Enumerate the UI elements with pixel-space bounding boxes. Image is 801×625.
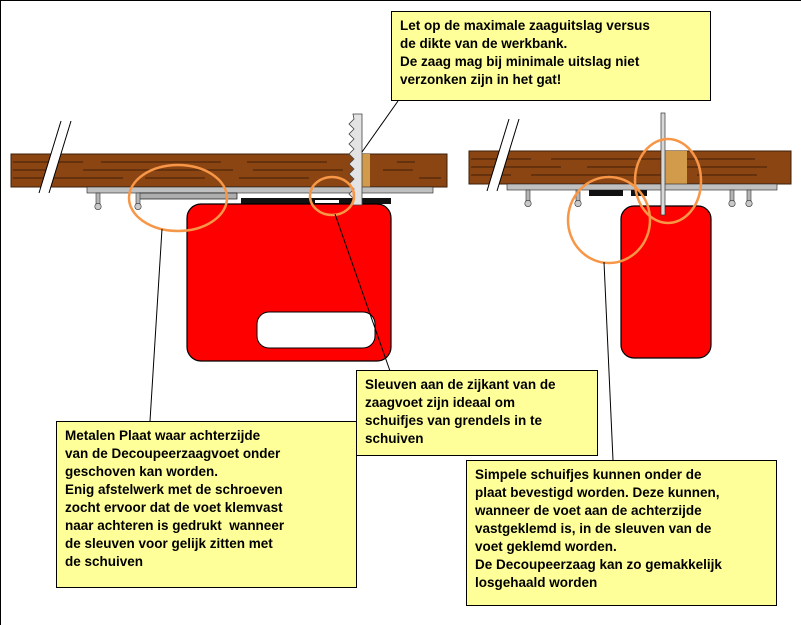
break-mark-line xyxy=(496,118,520,192)
highlight-ellipse-blade xyxy=(633,137,703,225)
break-mark-line xyxy=(48,120,72,194)
break-mark-gap xyxy=(39,121,71,193)
screw-icon xyxy=(745,189,753,207)
connector-max-stroke xyxy=(361,100,399,153)
jigsaw-body-slot xyxy=(256,311,376,349)
slide-latch xyxy=(589,190,623,196)
screw-icon xyxy=(94,192,102,210)
connector-sliders xyxy=(603,261,614,461)
break-mark-gap xyxy=(487,119,519,191)
connector-metal-plate xyxy=(149,228,163,422)
screw-icon xyxy=(728,189,736,207)
highlight-ellipse-foot-slot xyxy=(308,175,356,217)
callout-sliders: Simpele schuifjes kunnen onder de plaat … xyxy=(466,460,777,606)
bench-hole-right xyxy=(664,151,687,184)
metal-plate xyxy=(138,192,238,200)
connector-slots xyxy=(334,213,391,372)
mounting-strip-left xyxy=(86,186,434,194)
break-mark-line xyxy=(486,118,510,192)
callout-max-stroke: Let op de maximale zaaguitslag versus de… xyxy=(391,11,711,101)
callout-metal-plate: Metalen Plaat waar achterzijde van de De… xyxy=(56,421,357,588)
callout-slots: Sleuven aan de zijkant van de zaagvoet z… xyxy=(356,370,598,456)
break-mark-line xyxy=(38,120,62,194)
mounting-strip-right xyxy=(506,183,778,191)
screw-icon xyxy=(134,192,142,210)
saw-blade xyxy=(348,113,363,206)
jigsaw-body-side xyxy=(620,205,712,359)
saw-blade-side xyxy=(660,112,666,216)
highlight-ellipse-slider xyxy=(566,175,652,265)
foot-slot xyxy=(315,200,339,203)
screw-icon xyxy=(524,189,532,207)
assembly-left xyxy=(10,113,448,362)
highlight-ellipse-metal-plate xyxy=(127,163,229,233)
assembly-right xyxy=(468,112,792,359)
slide-latch xyxy=(631,190,647,196)
